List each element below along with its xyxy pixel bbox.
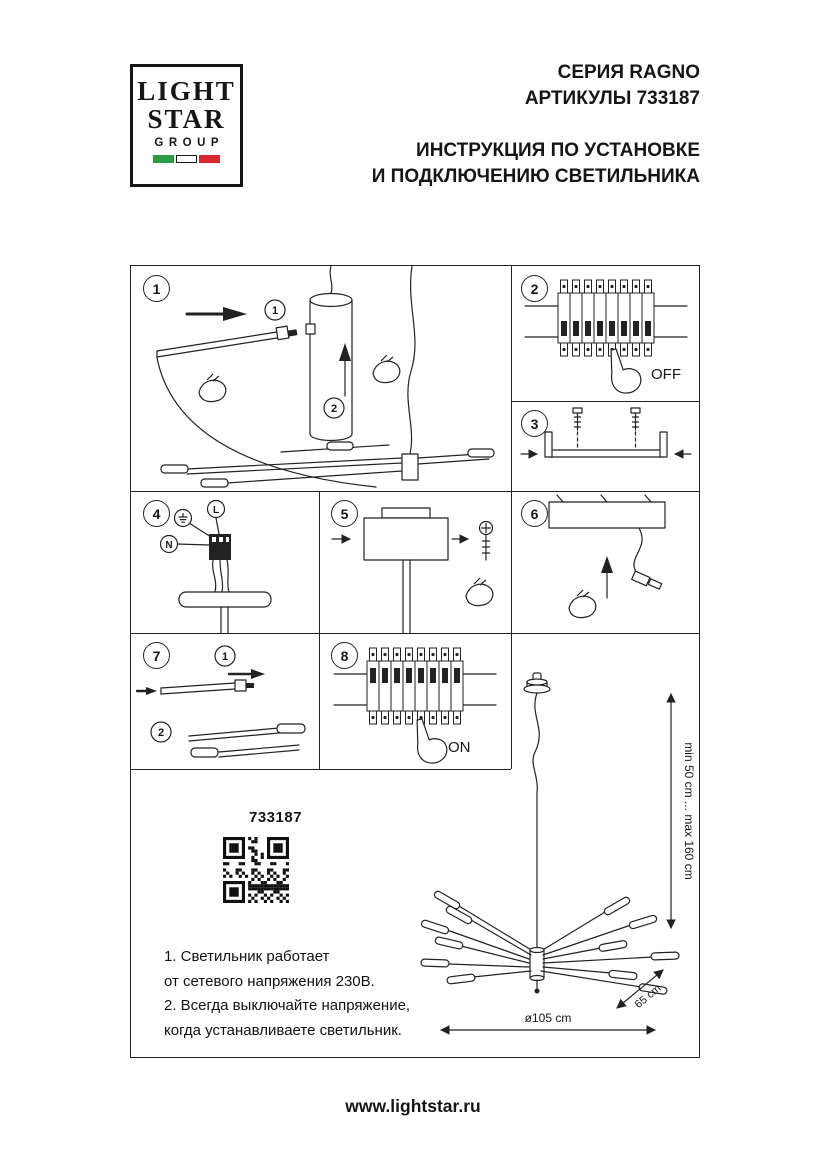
callout-2-label: 2 <box>331 403 337 415</box>
document-header: СЕРИЯ RAGNO АРТИКУЛЫ 733187 ИНСТРУКЦИЯ П… <box>300 60 700 190</box>
panel-3-illustration <box>520 407 692 459</box>
articles-line: АРТИКУЛЫ 733187 <box>524 88 700 109</box>
step-7-badge: 7 <box>143 642 170 669</box>
instruction-title-line2: И ПОДКЛЮЧЕНИЮ СВЕТИЛЬНИКА <box>371 166 700 187</box>
grid-divider <box>511 266 512 769</box>
off-label: OFF <box>651 366 681 383</box>
grid-divider <box>131 633 700 634</box>
on-label: ON <box>448 739 471 756</box>
article-number: 733187 <box>249 809 303 826</box>
grid-divider <box>511 401 700 402</box>
panel-7-illustration: 1 2 <box>135 645 306 758</box>
note-line: когда устанавливаете светильник. <box>164 1021 402 1039</box>
note-line: 1. Светильник работает <box>164 948 330 965</box>
step-3-badge: 3 <box>521 410 548 437</box>
diameter-dimension-label: ø105 cm <box>525 1011 572 1025</box>
logo-word-light: LIGHT <box>137 76 236 106</box>
grid-divider <box>319 491 320 769</box>
note-line: от сетевого напряжения 230В. <box>164 972 375 990</box>
instruction-grid: 1 2 3 4 5 6 7 8 1 <box>130 265 700 1058</box>
lightstar-logo: LIGHT STAR GROUP <box>130 64 243 187</box>
series-title: СЕРИЯ RAGNO <box>557 62 700 83</box>
step-1-badge: 1 <box>143 275 170 302</box>
earth-icon <box>178 512 188 523</box>
italy-flag-icon <box>133 155 240 163</box>
instruction-title-line1: ИНСТРУКЦИЯ ПО УСТАНОВКЕ <box>416 140 700 161</box>
callout-1-label: 1 <box>222 651 228 663</box>
installation-notes: 1. Светильник работает от сетевого напря… <box>164 945 410 1043</box>
step-4-badge: 4 <box>143 500 170 527</box>
step-8-badge: 8 <box>331 642 358 669</box>
panel-2-illustration: OFF <box>524 279 688 397</box>
grid-divider <box>131 491 700 492</box>
note-line: 2. Всегда выключайте напряжение, <box>164 997 411 1014</box>
panel-4-illustration: L N <box>159 499 272 633</box>
flag-green-stripe <box>153 155 174 163</box>
height-dimension-label: min 50 cm ... max 160 cm <box>682 742 696 879</box>
l-label: L <box>213 505 219 516</box>
panel-5-illustration <box>331 507 494 633</box>
panel-1-illustration: 1 2 <box>156 266 495 488</box>
flag-white-stripe <box>176 155 197 163</box>
qr-code <box>223 837 289 903</box>
grid-divider <box>131 769 511 770</box>
logo-word-star: STAR <box>147 104 226 134</box>
logo-word-group: GROUP <box>154 137 225 149</box>
flag-red-stripe <box>199 155 220 163</box>
step-5-badge: 5 <box>331 500 358 527</box>
step-2-badge: 2 <box>521 275 548 302</box>
panel-6-illustration <box>548 494 666 619</box>
callout-2-label: 2 <box>158 727 164 739</box>
n-label: N <box>165 540 172 551</box>
callout-1-label: 1 <box>272 305 278 317</box>
panel-8-illustration: ON <box>333 647 497 767</box>
step-6-badge: 6 <box>521 500 548 527</box>
footer-url: www.lightstar.ru <box>345 1096 481 1116</box>
product-drawing: min 50 cm ... max 160 cm 65 cm ø105 cm <box>420 672 696 1035</box>
header-spacer <box>300 112 700 138</box>
